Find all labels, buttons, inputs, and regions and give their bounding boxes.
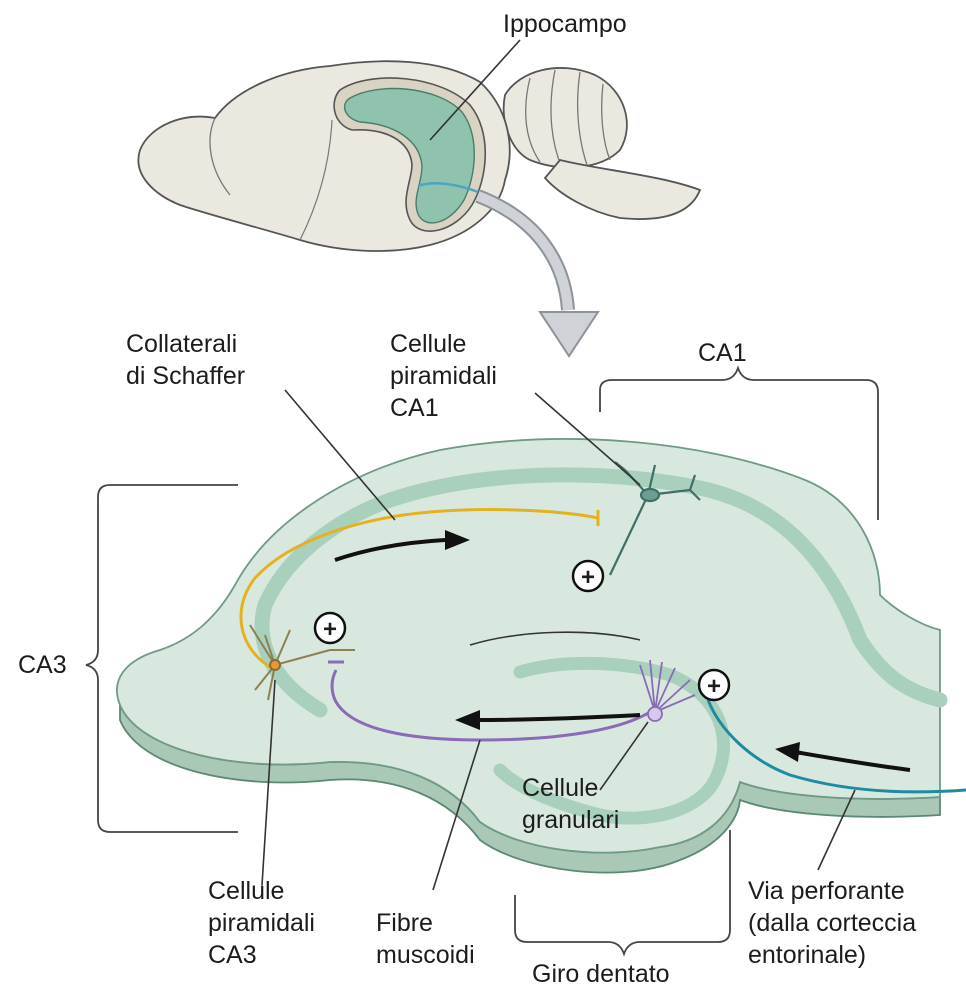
label-ca1-cells-3: CA1 <box>390 394 439 422</box>
label-perforant-3: entorinale) <box>748 941 866 969</box>
svg-text:+: + <box>707 673 721 700</box>
label-granular-1: Cellule <box>522 774 598 802</box>
label-giro-dentato: Giro dentato <box>532 960 670 988</box>
label-ippocampo: Ippocampo <box>503 10 627 38</box>
svg-text:+: + <box>323 616 337 643</box>
label-fibre: Fibre <box>376 909 433 937</box>
label-ca1-cells-2: piramidali <box>390 362 497 390</box>
excitatory-synapse-ca3: + <box>315 613 345 643</box>
label-ca1: CA1 <box>698 339 747 367</box>
excitatory-synapse-dentate: + <box>699 670 729 700</box>
label-muscoidi: muscoidi <box>376 941 475 969</box>
label-di-schaffer: di Schaffer <box>126 362 245 390</box>
label-perforant-2: (dalla corteccia <box>748 909 916 937</box>
label-ca1-cells-1: Cellule <box>390 330 466 358</box>
label-perforant-1: Via perforante <box>748 877 905 905</box>
svg-text:+: + <box>581 564 595 591</box>
label-collaterali: Collaterali <box>126 330 237 358</box>
brain-illustration <box>138 61 700 251</box>
label-ca3-cells-3: CA3 <box>208 941 257 969</box>
label-ca3-cells-1: Cellule <box>208 877 284 905</box>
zoom-arrow <box>478 196 598 356</box>
label-ca3: CA3 <box>18 651 67 679</box>
excitatory-synapse-ca1: + <box>573 561 603 591</box>
label-granular-2: granulari <box>522 806 619 834</box>
label-ca3-cells-2: piramidali <box>208 909 315 937</box>
